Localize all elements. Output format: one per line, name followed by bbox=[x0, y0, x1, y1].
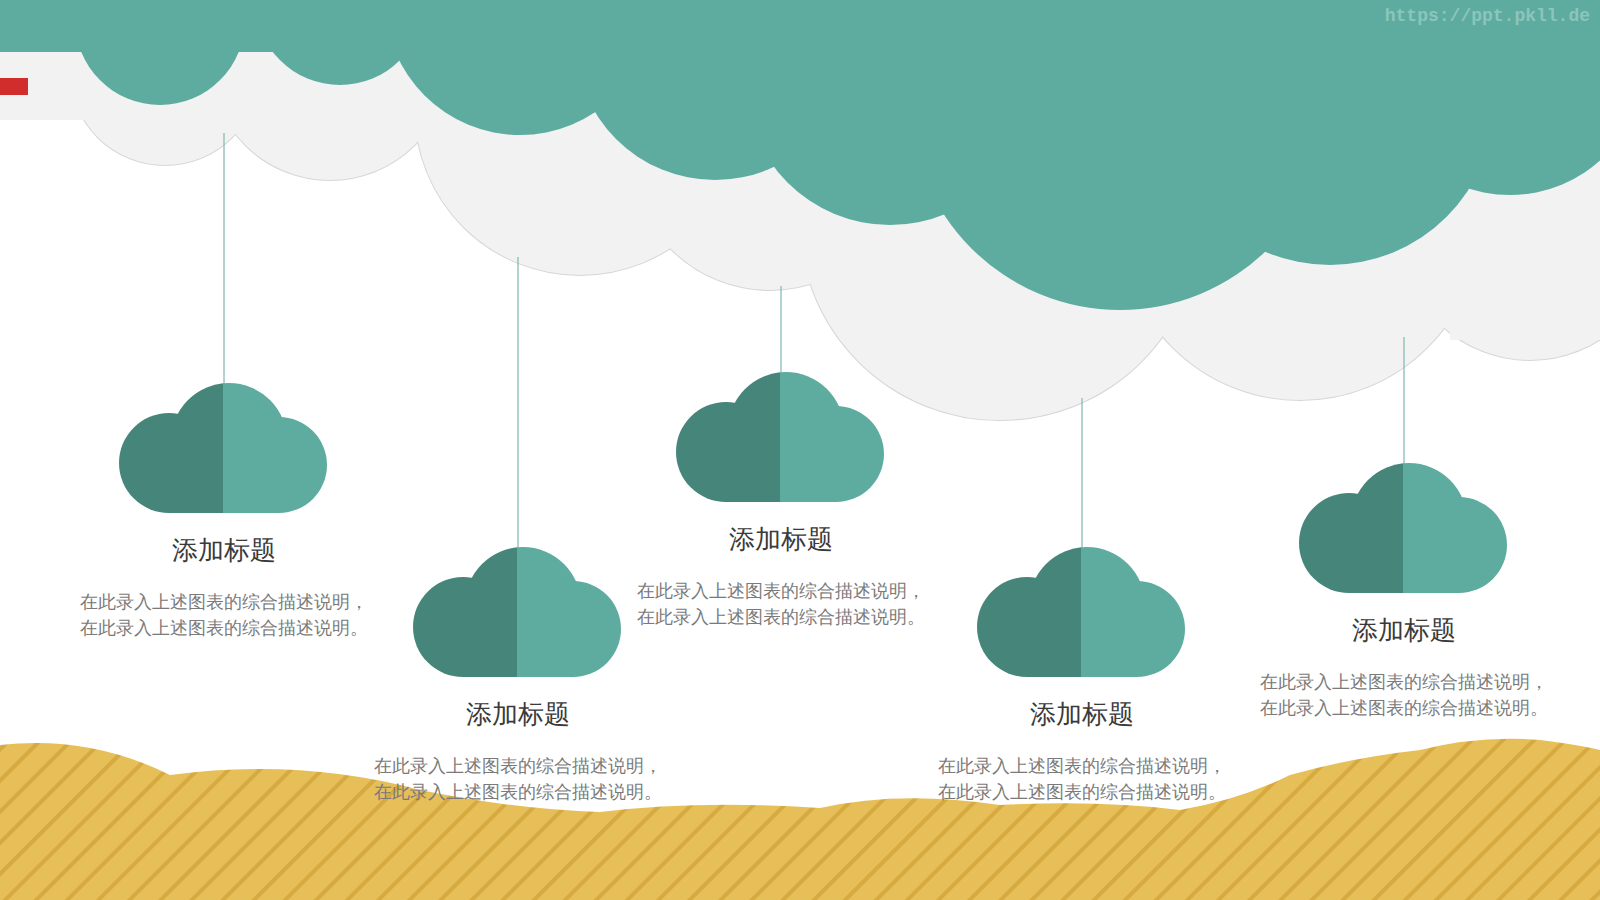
ground bbox=[0, 739, 1600, 900]
cloud-title: 添加标题 bbox=[729, 522, 833, 556]
cloud-description: 在此录入上述图表的综合描述说明， 在此录入上述图表的综合描述说明。 bbox=[59, 589, 389, 641]
hanging-cloud: 添加标题在此录入上述图表的综合描述说明， 在此录入上述图表的综合描述说明。 bbox=[917, 547, 1247, 805]
cloud-description: 在此录入上述图表的综合描述说明， 在此录入上述图表的综合描述说明。 bbox=[353, 753, 683, 805]
cloud-description: 在此录入上述图表的综合描述说明， 在此录入上述图表的综合描述说明。 bbox=[1239, 669, 1569, 721]
hanging-cloud: 添加标题在此录入上述图表的综合描述说明， 在此录入上述图表的综合描述说明。 bbox=[1239, 463, 1569, 721]
cloud-title: 添加标题 bbox=[466, 697, 570, 731]
hanging-cloud: 添加标题在此录入上述图表的综合描述说明， 在此录入上述图表的综合描述说明。 bbox=[59, 383, 389, 641]
cloud-shape bbox=[413, 547, 623, 677]
cloud-shape bbox=[119, 383, 329, 513]
hanging-cloud: 添加标题在此录入上述图表的综合描述说明， 在此录入上述图表的综合描述说明。 bbox=[616, 372, 946, 630]
teal-cloud bbox=[0, 0, 1600, 310]
cloud-title: 添加标题 bbox=[1030, 697, 1134, 731]
cloud-description: 在此录入上述图表的综合描述说明， 在此录入上述图表的综合描述说明。 bbox=[917, 753, 1247, 805]
cloud-description: 在此录入上述图表的综合描述说明， 在此录入上述图表的综合描述说明。 bbox=[616, 578, 946, 630]
cloud-shape bbox=[977, 547, 1187, 677]
cloud-shape bbox=[1299, 463, 1509, 593]
watermark: https://ppt.pkll.de bbox=[1385, 6, 1590, 26]
cloud-shape bbox=[676, 372, 886, 502]
hanging-cloud: 添加标题在此录入上述图表的综合描述说明， 在此录入上述图表的综合描述说明。 bbox=[353, 547, 683, 805]
corner-mark bbox=[0, 78, 28, 95]
hanging-strings bbox=[224, 133, 1404, 550]
cloud-title: 添加标题 bbox=[1352, 613, 1456, 647]
cloud-title: 添加标题 bbox=[172, 533, 276, 567]
